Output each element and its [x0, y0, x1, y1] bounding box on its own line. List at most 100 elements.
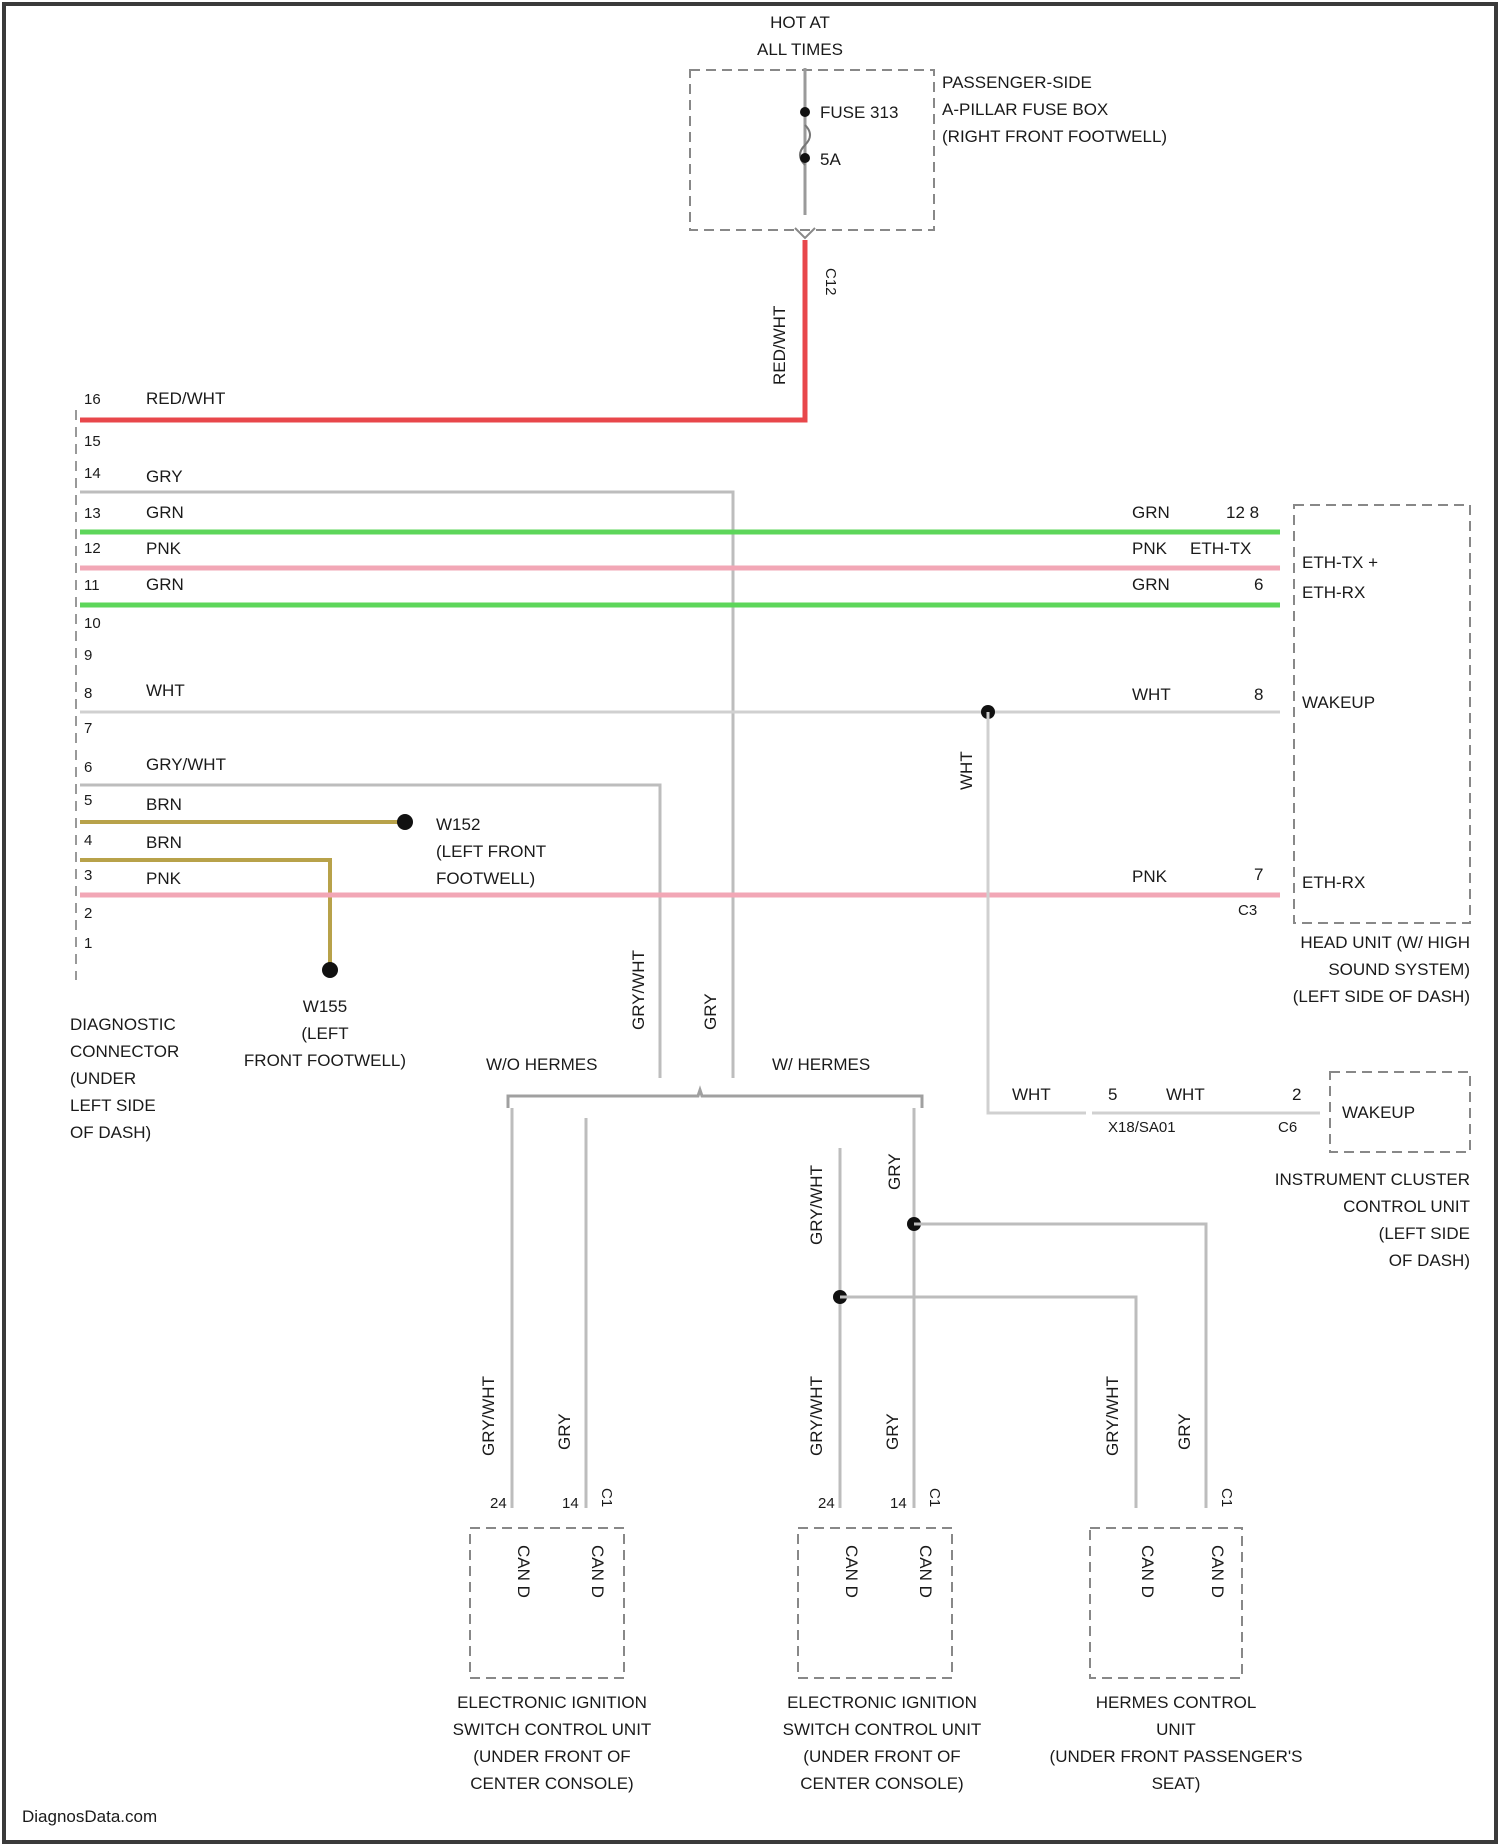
bm1-conn: C1 — [598, 1488, 615, 1507]
wakeup-conn-b: C6 — [1278, 1119, 1297, 1136]
hu-signal-4: ETH-RX — [1302, 873, 1365, 892]
ground-w152-loc2: FOOTWELL) — [436, 869, 535, 888]
hu-wire-1: GRN — [1132, 503, 1170, 522]
harness-wo-label: W/O HERMES — [486, 1055, 597, 1074]
bm1-sig-r: CAN D — [588, 1545, 607, 1598]
bm2-wire-l: GRY/WHT — [807, 1376, 826, 1456]
diag-label-2: CONNECTOR — [70, 1042, 179, 1061]
diag-wire-p11: GRN — [146, 575, 184, 594]
hu-signal-1: ETH-TX + — [1302, 553, 1378, 572]
ground-icon — [397, 814, 413, 830]
hu-wire-5: PNK — [1132, 867, 1168, 886]
bm3-label-1: HERMES CONTROL — [1096, 1693, 1257, 1712]
fuse-box-label-3: (RIGHT FRONT FOOTWELL) — [942, 127, 1167, 146]
diag-wire-p5: BRN — [146, 795, 182, 814]
ground-w152-name: W152 — [436, 815, 480, 834]
diag-pin-15: 15 — [84, 433, 101, 450]
diag-pin-3: 3 — [84, 867, 92, 884]
diag-wire-p3: PNK — [146, 869, 182, 888]
bm3-label-2: UNIT — [1156, 1720, 1196, 1739]
bm1-wire-l: GRY/WHT — [479, 1376, 498, 1456]
wakeup-wire-a: WHT — [1012, 1085, 1051, 1104]
diag-pin-16: 16 — [84, 391, 101, 408]
wakeup-splice-id: X18/SA01 — [1108, 1119, 1176, 1136]
diag-pin-2: 2 — [84, 905, 92, 922]
bm1-pin-r: 14 — [562, 1495, 579, 1512]
diag-wire-p14: GRY — [146, 467, 183, 486]
hu-label-3: (LEFT SIDE OF DASH) — [1293, 987, 1470, 1006]
diag-wire-p13: GRN — [146, 503, 184, 522]
riser-wire-label: RED/WHT — [770, 306, 789, 385]
bm2-label-2: SWITCH CONTROL UNIT — [783, 1720, 982, 1739]
diag-pin-7: 7 — [84, 720, 92, 737]
bm3-label-3: (UNDER FRONT PASSENGER'S — [1050, 1747, 1303, 1766]
diag-wire-p8: WHT — [146, 681, 185, 700]
hot-label-2: ALL TIMES — [757, 40, 843, 59]
diag-wire-p12: PNK — [146, 539, 182, 558]
cluster-label-3: (LEFT SIDE — [1379, 1224, 1470, 1243]
bm3-label-4: SEAT) — [1152, 1774, 1201, 1793]
diag-pin-9: 9 — [84, 647, 92, 664]
wakeup-pin-a: 5 — [1108, 1085, 1117, 1104]
wakeup-wire-b: WHT — [1166, 1085, 1205, 1104]
hu-wire-2: PNK — [1132, 539, 1168, 558]
diag-pin-12: 12 — [84, 540, 101, 557]
diag-wire-p16: RED/WHT — [146, 389, 225, 408]
w-branch-label-2: GRY — [885, 1153, 904, 1190]
mid-wire-gry: GRY — [701, 993, 720, 1030]
hu-pin-2: ETH-TX — [1190, 539, 1251, 558]
diag-pin-10: 10 — [84, 615, 101, 632]
fuse-box-label-2: A-PILLAR FUSE BOX — [942, 100, 1108, 119]
ground-w155-name: W155 — [303, 997, 347, 1016]
fuse-rating: 5A — [820, 150, 841, 169]
hu-label-1: HEAD UNIT (W/ HIGH — [1300, 933, 1470, 952]
diag-pin-5: 5 — [84, 792, 92, 809]
wakeup-pin-b: 2 — [1292, 1085, 1301, 1104]
ground-icon — [322, 962, 338, 978]
hu-connector: C3 — [1238, 902, 1257, 919]
fuse-terminal-bottom — [800, 153, 810, 163]
bm3-wire-r: GRY — [1175, 1413, 1194, 1450]
diag-wire-p4: BRN — [146, 833, 182, 852]
bm2-pin-r: 14 — [890, 1495, 907, 1512]
cluster-label-4: OF DASH) — [1389, 1251, 1470, 1270]
hot-label-1: HOT AT — [770, 13, 830, 32]
diag-pin-11: 11 — [84, 577, 100, 594]
diag-label-1: DIAGNOSTIC — [70, 1015, 176, 1034]
bm1-pin-l: 24 — [490, 1495, 507, 1512]
wakeup-vert-label: WHT — [957, 751, 976, 790]
bm3-wire-l: GRY/WHT — [1103, 1376, 1122, 1456]
hu-pin-5: 7 — [1254, 865, 1263, 884]
bm3-sig-l: CAN D — [1138, 1545, 1157, 1598]
diag-pin-14: 14 — [84, 465, 101, 482]
bm1-label-2: SWITCH CONTROL UNIT — [453, 1720, 652, 1739]
diag-label-5: OF DASH) — [70, 1123, 151, 1142]
hu-signal-2: ETH-RX — [1302, 583, 1365, 602]
bm1-label-4: CENTER CONSOLE) — [470, 1774, 633, 1793]
cluster-label-2: CONTROL UNIT — [1343, 1197, 1470, 1216]
bm2-sig-r: CAN D — [916, 1545, 935, 1598]
hu-signal-3: WAKEUP — [1302, 693, 1375, 712]
w-branch-label-1: GRY/WHT — [807, 1165, 826, 1245]
ground-w155-loc1: (LEFT — [301, 1024, 348, 1043]
diag-pin-8: 8 — [84, 685, 92, 702]
diag-pin-1: 1 — [84, 935, 92, 952]
cluster-signal: WAKEUP — [1342, 1103, 1415, 1122]
ground-w155-loc2: FRONT FOOTWELL) — [244, 1051, 406, 1070]
ground-w152-loc1: (LEFT FRONT — [436, 842, 546, 861]
bm2-sig-l: CAN D — [842, 1545, 861, 1598]
cluster-label-1: INSTRUMENT CLUSTER — [1275, 1170, 1470, 1189]
hu-label-2: SOUND SYSTEM) — [1328, 960, 1470, 979]
bm3-conn: C1 — [1218, 1488, 1235, 1507]
bm2-label-1: ELECTRONIC IGNITION — [787, 1693, 977, 1712]
bm1-label-1: ELECTRONIC IGNITION — [457, 1693, 647, 1712]
hu-pin-4: 8 — [1254, 685, 1263, 704]
diag-label-3: (UNDER — [70, 1069, 136, 1088]
hu-wire-4: WHT — [1132, 685, 1171, 704]
bm2-pin-l: 24 — [818, 1495, 835, 1512]
hu-pin-3: 6 — [1254, 575, 1263, 594]
diag-pin-13: 13 — [84, 505, 101, 522]
diag-label-4: LEFT SIDE — [70, 1096, 156, 1115]
